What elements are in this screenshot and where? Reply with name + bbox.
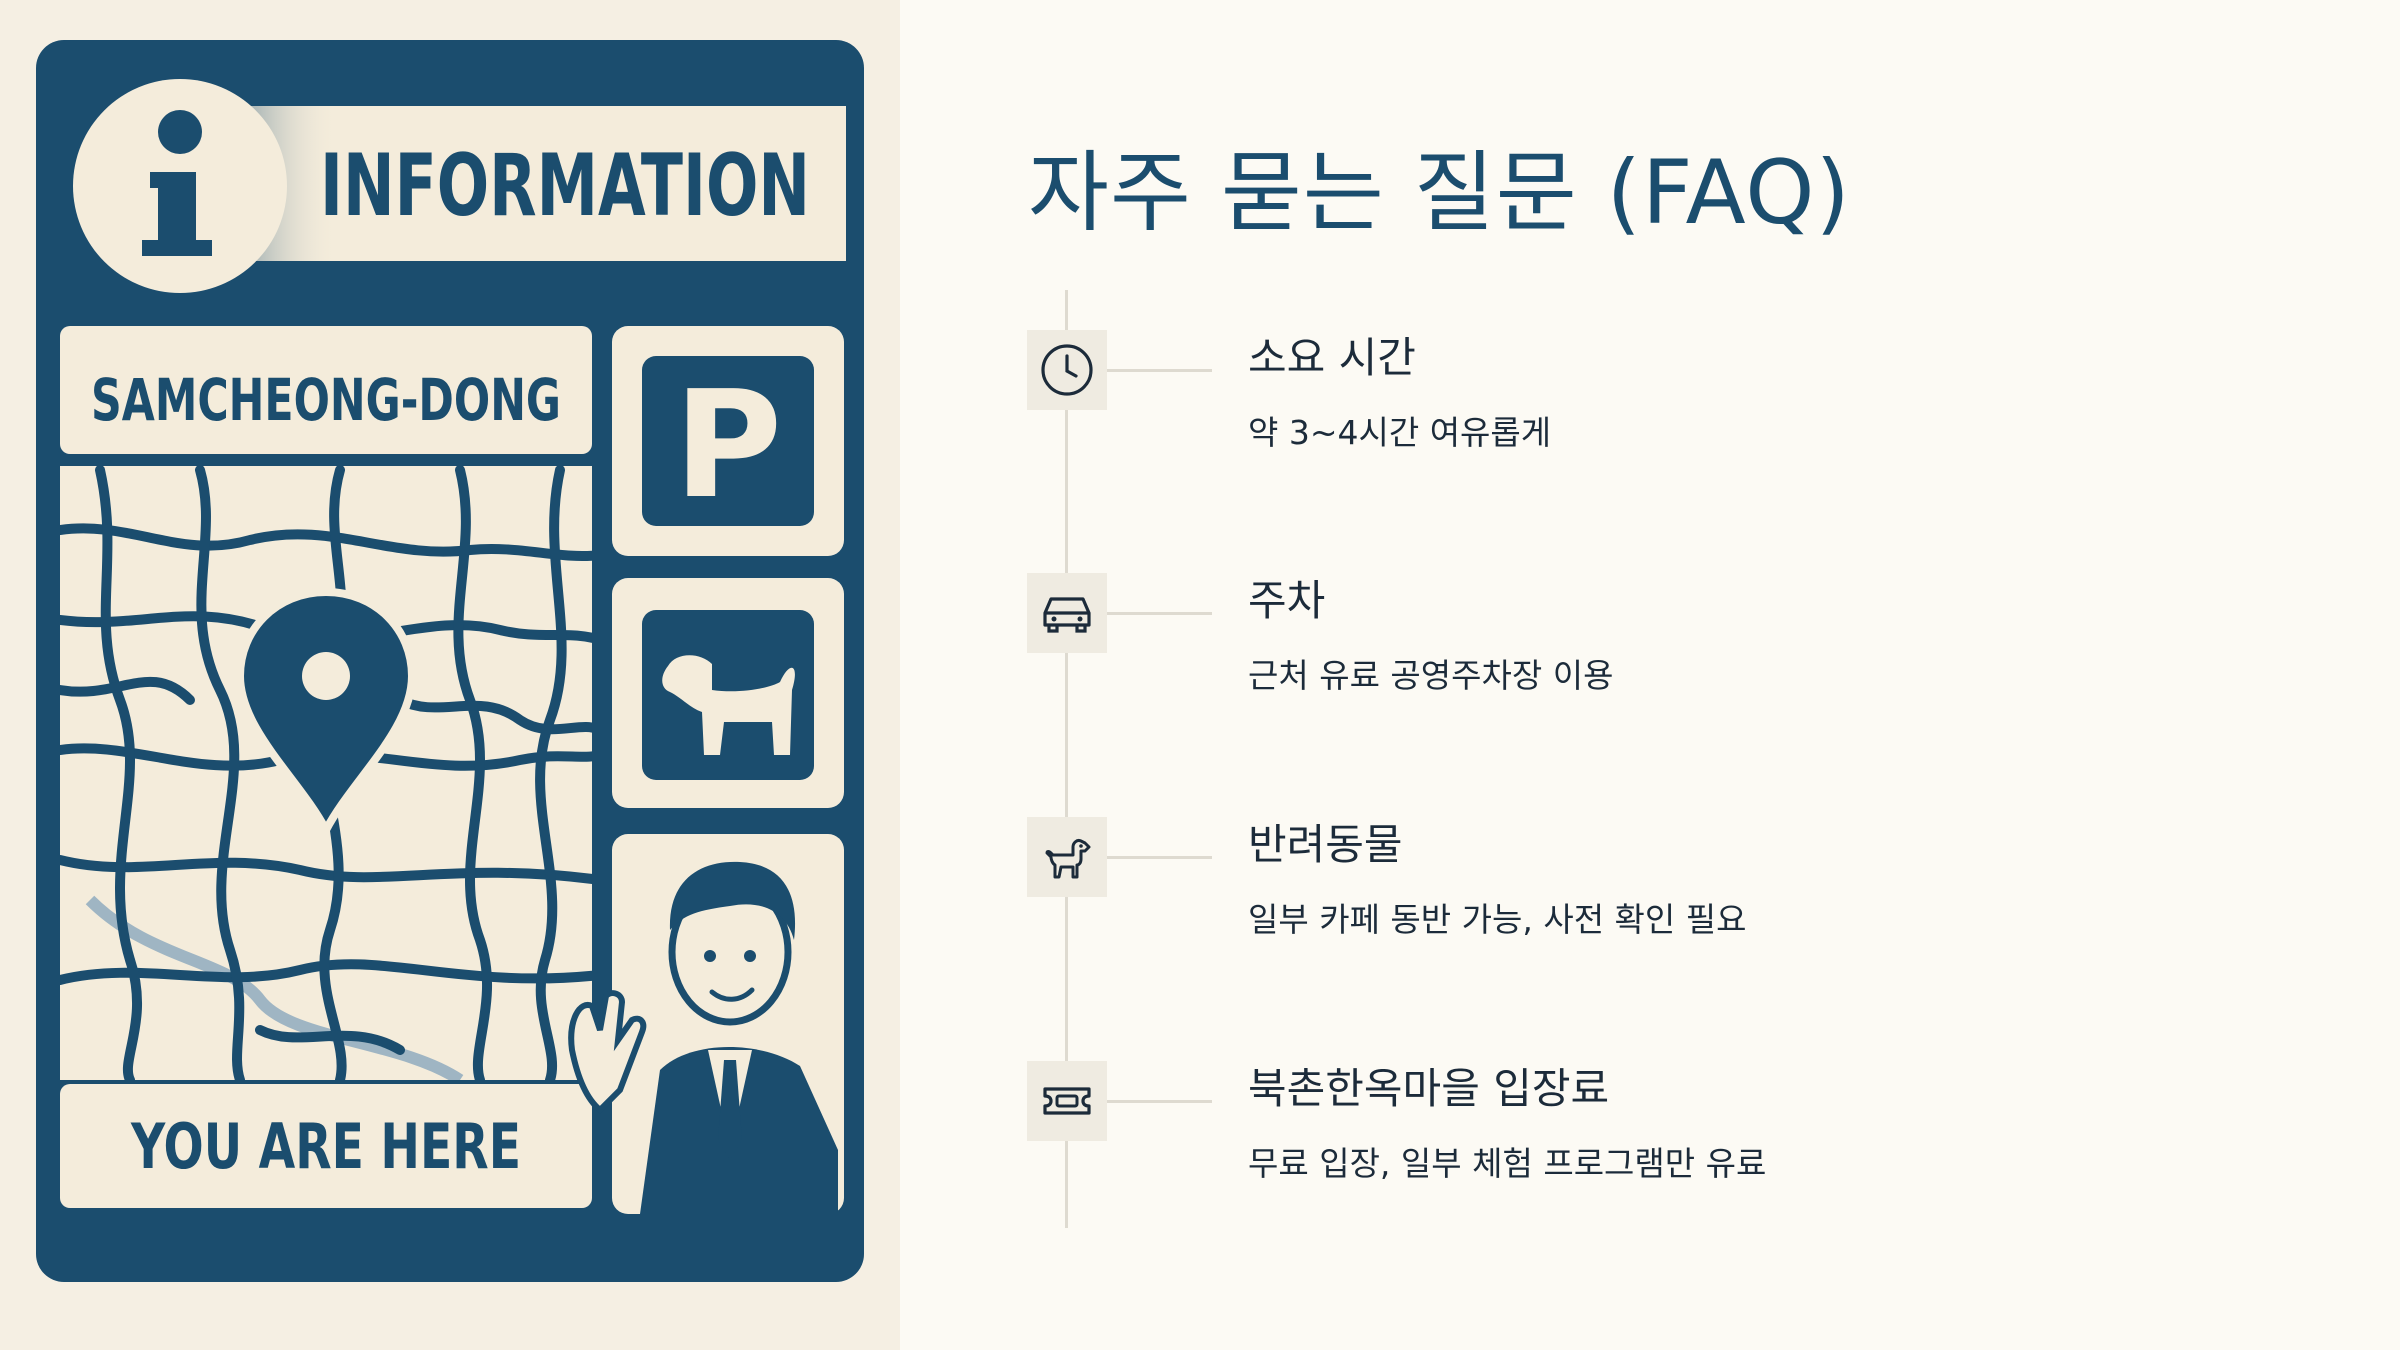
faq-item: 주차 근처 유료 공영주차장 이용 <box>900 573 2400 773</box>
parking-icon: P <box>612 326 844 556</box>
dog-icon <box>612 578 844 808</box>
faq-item: 북촌한옥마을 입장료 무료 입장, 일부 체험 프로그램만 유료 <box>900 1061 2400 1261</box>
you-are-here-plate <box>60 1084 592 1208</box>
faq-item: 반려동물 일부 카페 동반 가능, 사전 확인 필요 <box>900 817 2400 1017</box>
sign-header-label: INFORMATION <box>320 136 810 236</box>
faq-icon-box <box>1027 573 1107 653</box>
ticket-icon <box>1043 1087 1091 1115</box>
svg-text:P: P <box>674 359 782 531</box>
faq-item: 소요 시간 약 3~4시간 여유롭게 <box>900 330 2400 530</box>
timeline-line <box>1065 290 1068 1228</box>
information-sign-illustration: INFORMATION SAMCHEONG-DONG <box>36 40 864 1282</box>
clock-icon <box>1041 344 1093 396</box>
faq-icon-box <box>1027 330 1107 410</box>
you-are-here-label: YOU ARE HERE <box>130 1110 521 1183</box>
faq-icon-box <box>1027 1061 1107 1141</box>
connector-line <box>1107 369 1212 372</box>
illustration-panel: INFORMATION SAMCHEONG-DONG <box>0 0 900 1350</box>
faq-icon-box <box>1027 817 1107 897</box>
car-icon <box>1043 597 1091 633</box>
location-plate <box>60 326 592 454</box>
faq-answer: 일부 카페 동반 가능, 사전 확인 필요 <box>1248 900 1747 939</box>
connector-line <box>1107 856 1212 859</box>
dog-icon <box>1045 839 1091 879</box>
faq-question: 소요 시간 <box>1248 333 1416 382</box>
faq-question: 반려동물 <box>1248 820 1403 869</box>
faq-answer: 무료 입장, 일부 체험 프로그램만 유료 <box>1248 1144 1767 1183</box>
page-title: 자주 묻는 질문 (FAQ) <box>1028 141 1851 244</box>
faq-question: 북촌한옥마을 입장료 <box>1248 1064 1610 1113</box>
street-map <box>60 466 592 1080</box>
faq-answer: 약 3~4시간 여유롭게 <box>1248 413 1552 452</box>
faq-answer: 근처 유료 공영주차장 이용 <box>1248 656 1614 695</box>
faq-panel: 자주 묻는 질문 (FAQ) 소요 시간 약 3~4시간 여유롭게 주차 근처 … <box>900 0 2400 1350</box>
connector-line <box>1107 1100 1212 1103</box>
map-pin-icon <box>235 587 417 839</box>
guide-person-illustration <box>568 834 844 1214</box>
sign-location-label: SAMCHEONG-DONG <box>91 366 561 434</box>
faq-question: 주차 <box>1248 576 1326 625</box>
info-icon <box>73 79 287 293</box>
connector-line <box>1107 612 1212 615</box>
